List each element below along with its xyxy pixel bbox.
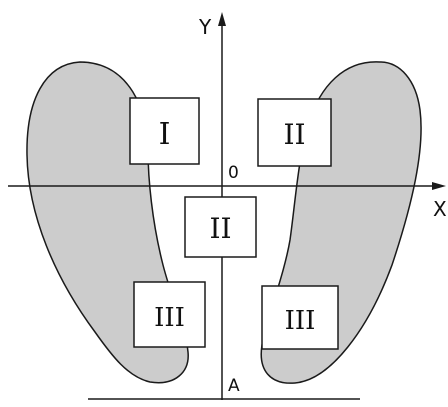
point-a-label: A — [228, 376, 240, 396]
y-axis-label: Y — [198, 15, 212, 39]
zone-label-right-bottom: III — [285, 306, 316, 336]
zone-label-center: II — [209, 212, 231, 245]
x-axis-label: X — [433, 197, 447, 221]
zone-label-right-top: II — [283, 118, 305, 151]
zone-label-left-bottom: III — [154, 303, 185, 333]
y-axis-arrow — [218, 12, 226, 26]
zone-label-left-top: I — [159, 117, 171, 152]
origin-label: 0 — [228, 163, 239, 183]
x-axis-arrow — [432, 182, 446, 190]
